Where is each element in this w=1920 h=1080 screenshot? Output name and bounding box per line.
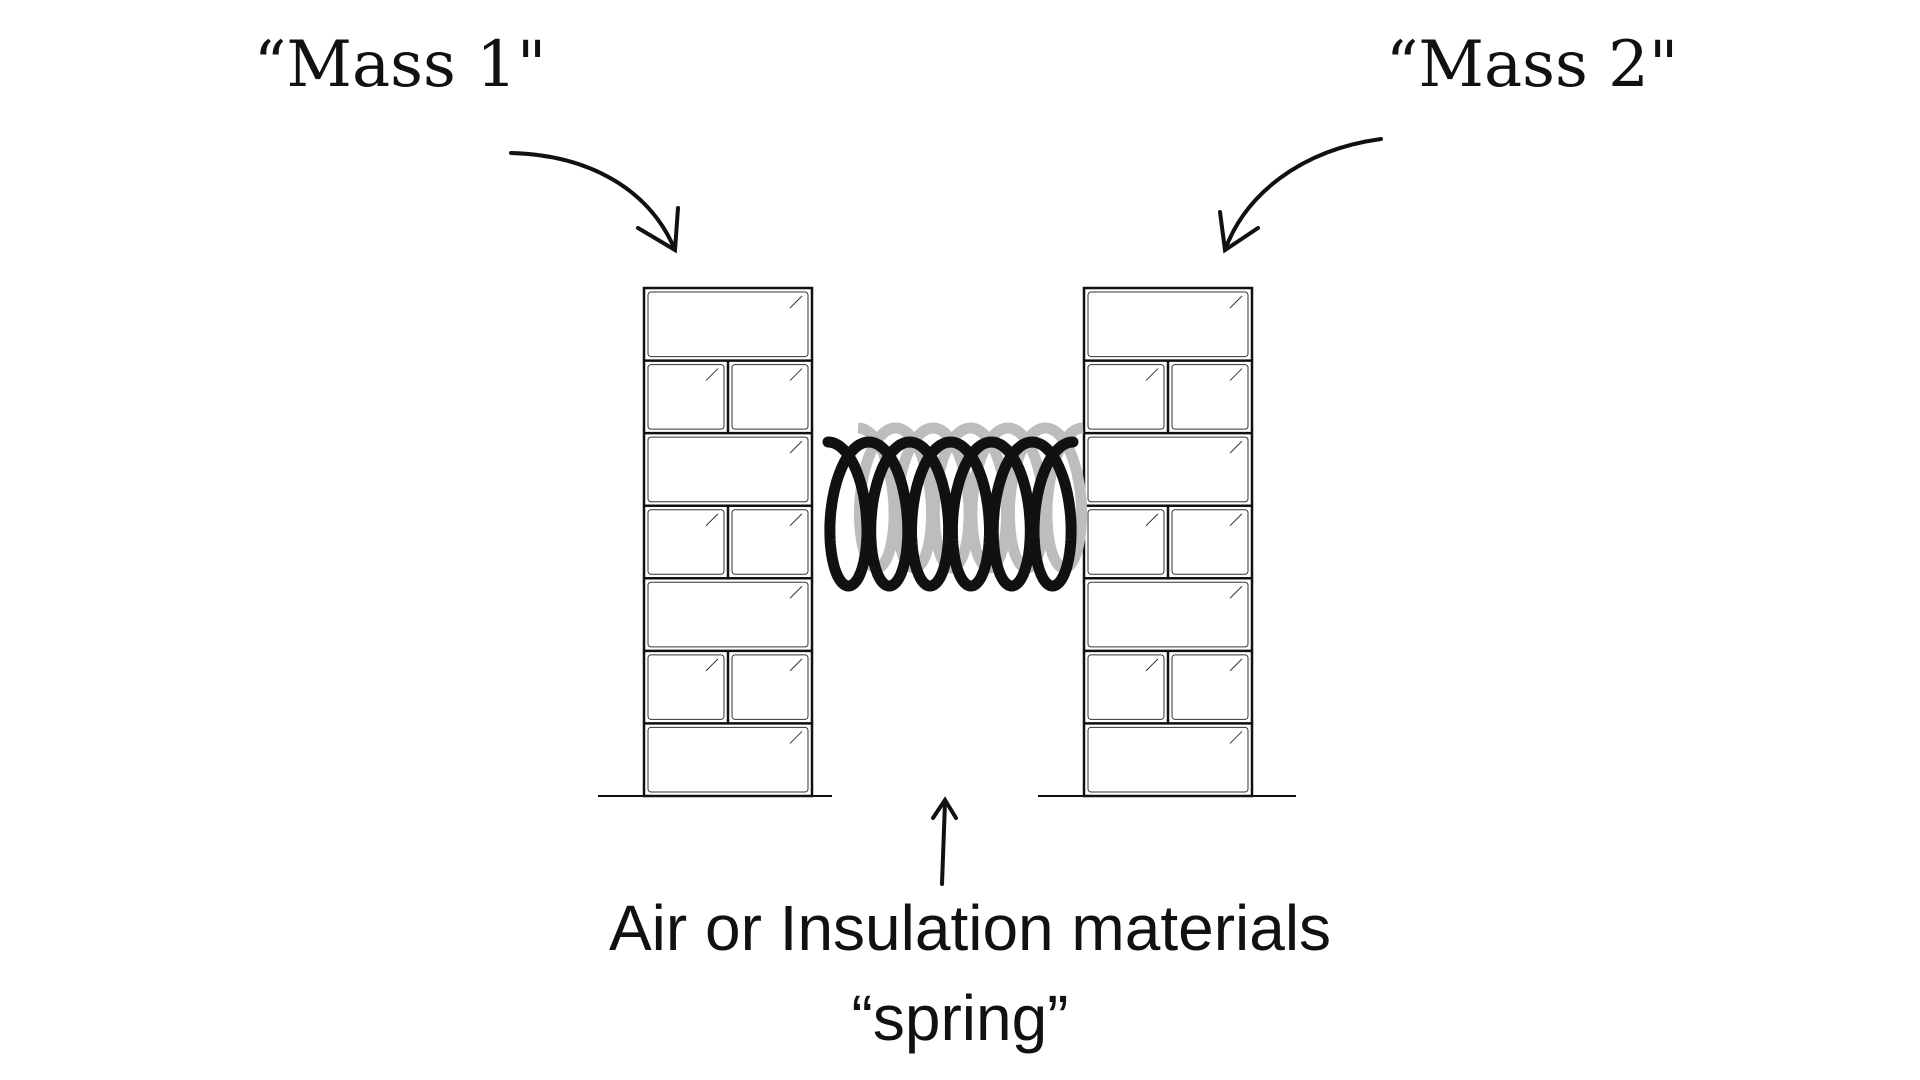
brick (731, 654, 809, 720)
brick (647, 581, 809, 648)
brick-texture (789, 585, 803, 599)
brick (647, 291, 809, 358)
brick-texture (789, 295, 803, 309)
brick-texture (789, 440, 803, 454)
brick (647, 726, 809, 793)
brick (647, 436, 809, 503)
brick-texture (705, 368, 719, 381)
brick-texture (705, 513, 719, 527)
brick (647, 509, 725, 575)
arrow-to-spring (931, 796, 958, 886)
brick-texture (705, 658, 719, 672)
brick (731, 509, 809, 575)
brick-texture (1145, 513, 1159, 527)
brick-texture (1145, 658, 1159, 672)
brick (1087, 581, 1249, 648)
brick (1087, 364, 1165, 430)
brick (647, 364, 725, 430)
arrow-to-mass-1 (509, 151, 680, 254)
mass-1-label: “Mass 1" (254, 28, 547, 102)
brick-texture (1229, 513, 1243, 527)
brick (1171, 654, 1249, 720)
caption-line-1: Air or Insulation materials (609, 892, 1331, 964)
brick-texture (1229, 440, 1243, 454)
brick (1171, 509, 1249, 575)
brick (731, 364, 809, 430)
brick (1087, 654, 1165, 720)
brick (1087, 509, 1165, 575)
brick (1087, 726, 1249, 793)
spring-shadow (853, 422, 1088, 574)
brick-texture (789, 731, 803, 744)
brick-texture (789, 368, 803, 381)
mass-1-brick-wall (642, 286, 814, 798)
brick-texture (1229, 295, 1243, 309)
brick (647, 654, 725, 720)
brick (1171, 364, 1249, 430)
spring-coil (822, 436, 1079, 592)
brick-texture (1229, 585, 1243, 599)
brick-texture (789, 658, 803, 672)
brick-texture (1229, 368, 1243, 381)
arrow-to-mass-2 (1218, 137, 1383, 254)
brick (1087, 436, 1249, 503)
brick-texture (789, 513, 803, 527)
caption-line-2: “spring” (852, 982, 1069, 1054)
brick (1087, 291, 1249, 358)
brick-texture (1229, 658, 1243, 672)
brick-texture (1145, 368, 1159, 381)
brick-texture (1229, 731, 1243, 744)
mass-2-label: “Mass 2" (1386, 28, 1679, 102)
mass-2-brick-wall (1082, 286, 1254, 798)
